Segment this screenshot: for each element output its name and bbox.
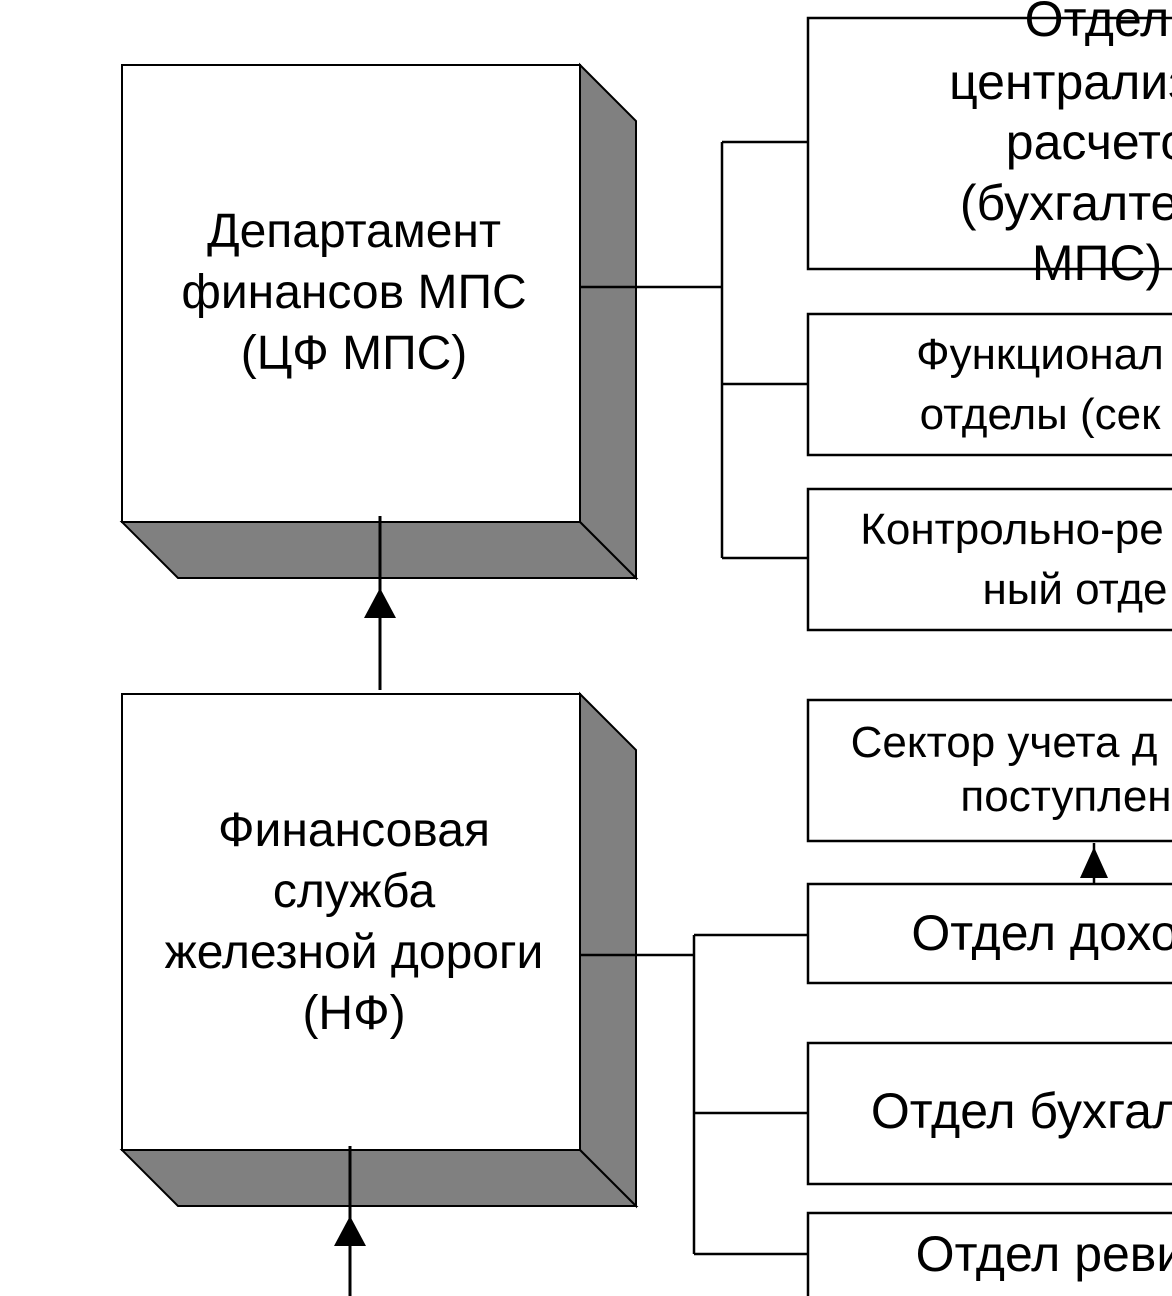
- cf-mps-box-face: [121, 64, 581, 523]
- arrow-bottom-to-nf: [334, 1146, 366, 1296]
- audit-department-line1: Отдел реви: [916, 1226, 1172, 1282]
- nf-label-line4: (НФ): [302, 987, 405, 1040]
- centralized-accounting-line3: расчето: [1006, 114, 1172, 170]
- functional-departments-box: Функционал отделы (сек: [806, 312, 1172, 457]
- accounting-department-box: Отдел бухгал: [806, 1041, 1172, 1186]
- nf-label-line3: железной дороги: [165, 926, 544, 979]
- top-connectors: [580, 140, 808, 560]
- arrow-nf-to-cf-mps: [364, 516, 396, 690]
- centralized-accounting-line2: централизов: [949, 54, 1172, 110]
- centralized-accounting-line5: МПС): [1032, 235, 1162, 291]
- income-department-box: Отдел дохо: [806, 882, 1172, 985]
- nf-box-shadow-right: [579, 691, 637, 1209]
- revenue-receipts-sector-box: Сектор учета д поступлен: [806, 698, 1172, 843]
- cf-mps-box: Департамент финансов МПС (ЦФ МПС): [119, 62, 639, 581]
- cf-mps-label-line3: (ЦФ МПС): [241, 327, 467, 380]
- nf-box-face: [121, 693, 581, 1151]
- cf-mps-label-line1: Департамент: [207, 205, 501, 258]
- revenue-receipts-sector-line2: поступлен: [960, 772, 1171, 821]
- control-audit-box: Контрольно-ре ный отде: [806, 487, 1172, 632]
- revenue-receipts-sector-line1: Сектор учета д: [851, 718, 1158, 767]
- audit-department-box: Отдел реви: [806, 1211, 1172, 1296]
- centralized-accounting-box: Отдел централизов расчето (бухгалтери МП…: [806, 0, 1172, 291]
- income-department-line1: Отдел дохо: [911, 905, 1172, 961]
- functional-departments-line1: Функционал: [916, 330, 1164, 379]
- nf-box-shadow-bottom: [119, 1149, 639, 1207]
- nf-box: Финансовая служба железной дороги (НФ): [119, 691, 639, 1209]
- accounting-department-line1: Отдел бухгал: [871, 1083, 1172, 1139]
- functional-departments-line2: отделы (сек: [920, 390, 1162, 439]
- cf-mps-label-line2: финансов МПС: [181, 266, 526, 319]
- nf-label-line1: Финансовая: [218, 804, 490, 857]
- arrow-income-to-sector: [1080, 843, 1108, 884]
- centralized-accounting-line1: Отдел: [1025, 0, 1170, 47]
- control-audit-line1: Контрольно-ре: [860, 505, 1164, 554]
- cf-mps-box-shadow-right: [579, 62, 637, 581]
- centralized-accounting-line4: (бухгалтери: [960, 175, 1172, 231]
- bottom-connectors: [580, 933, 808, 1256]
- control-audit-line2: ный отде: [982, 565, 1167, 614]
- nf-label-line2: служба: [273, 865, 436, 918]
